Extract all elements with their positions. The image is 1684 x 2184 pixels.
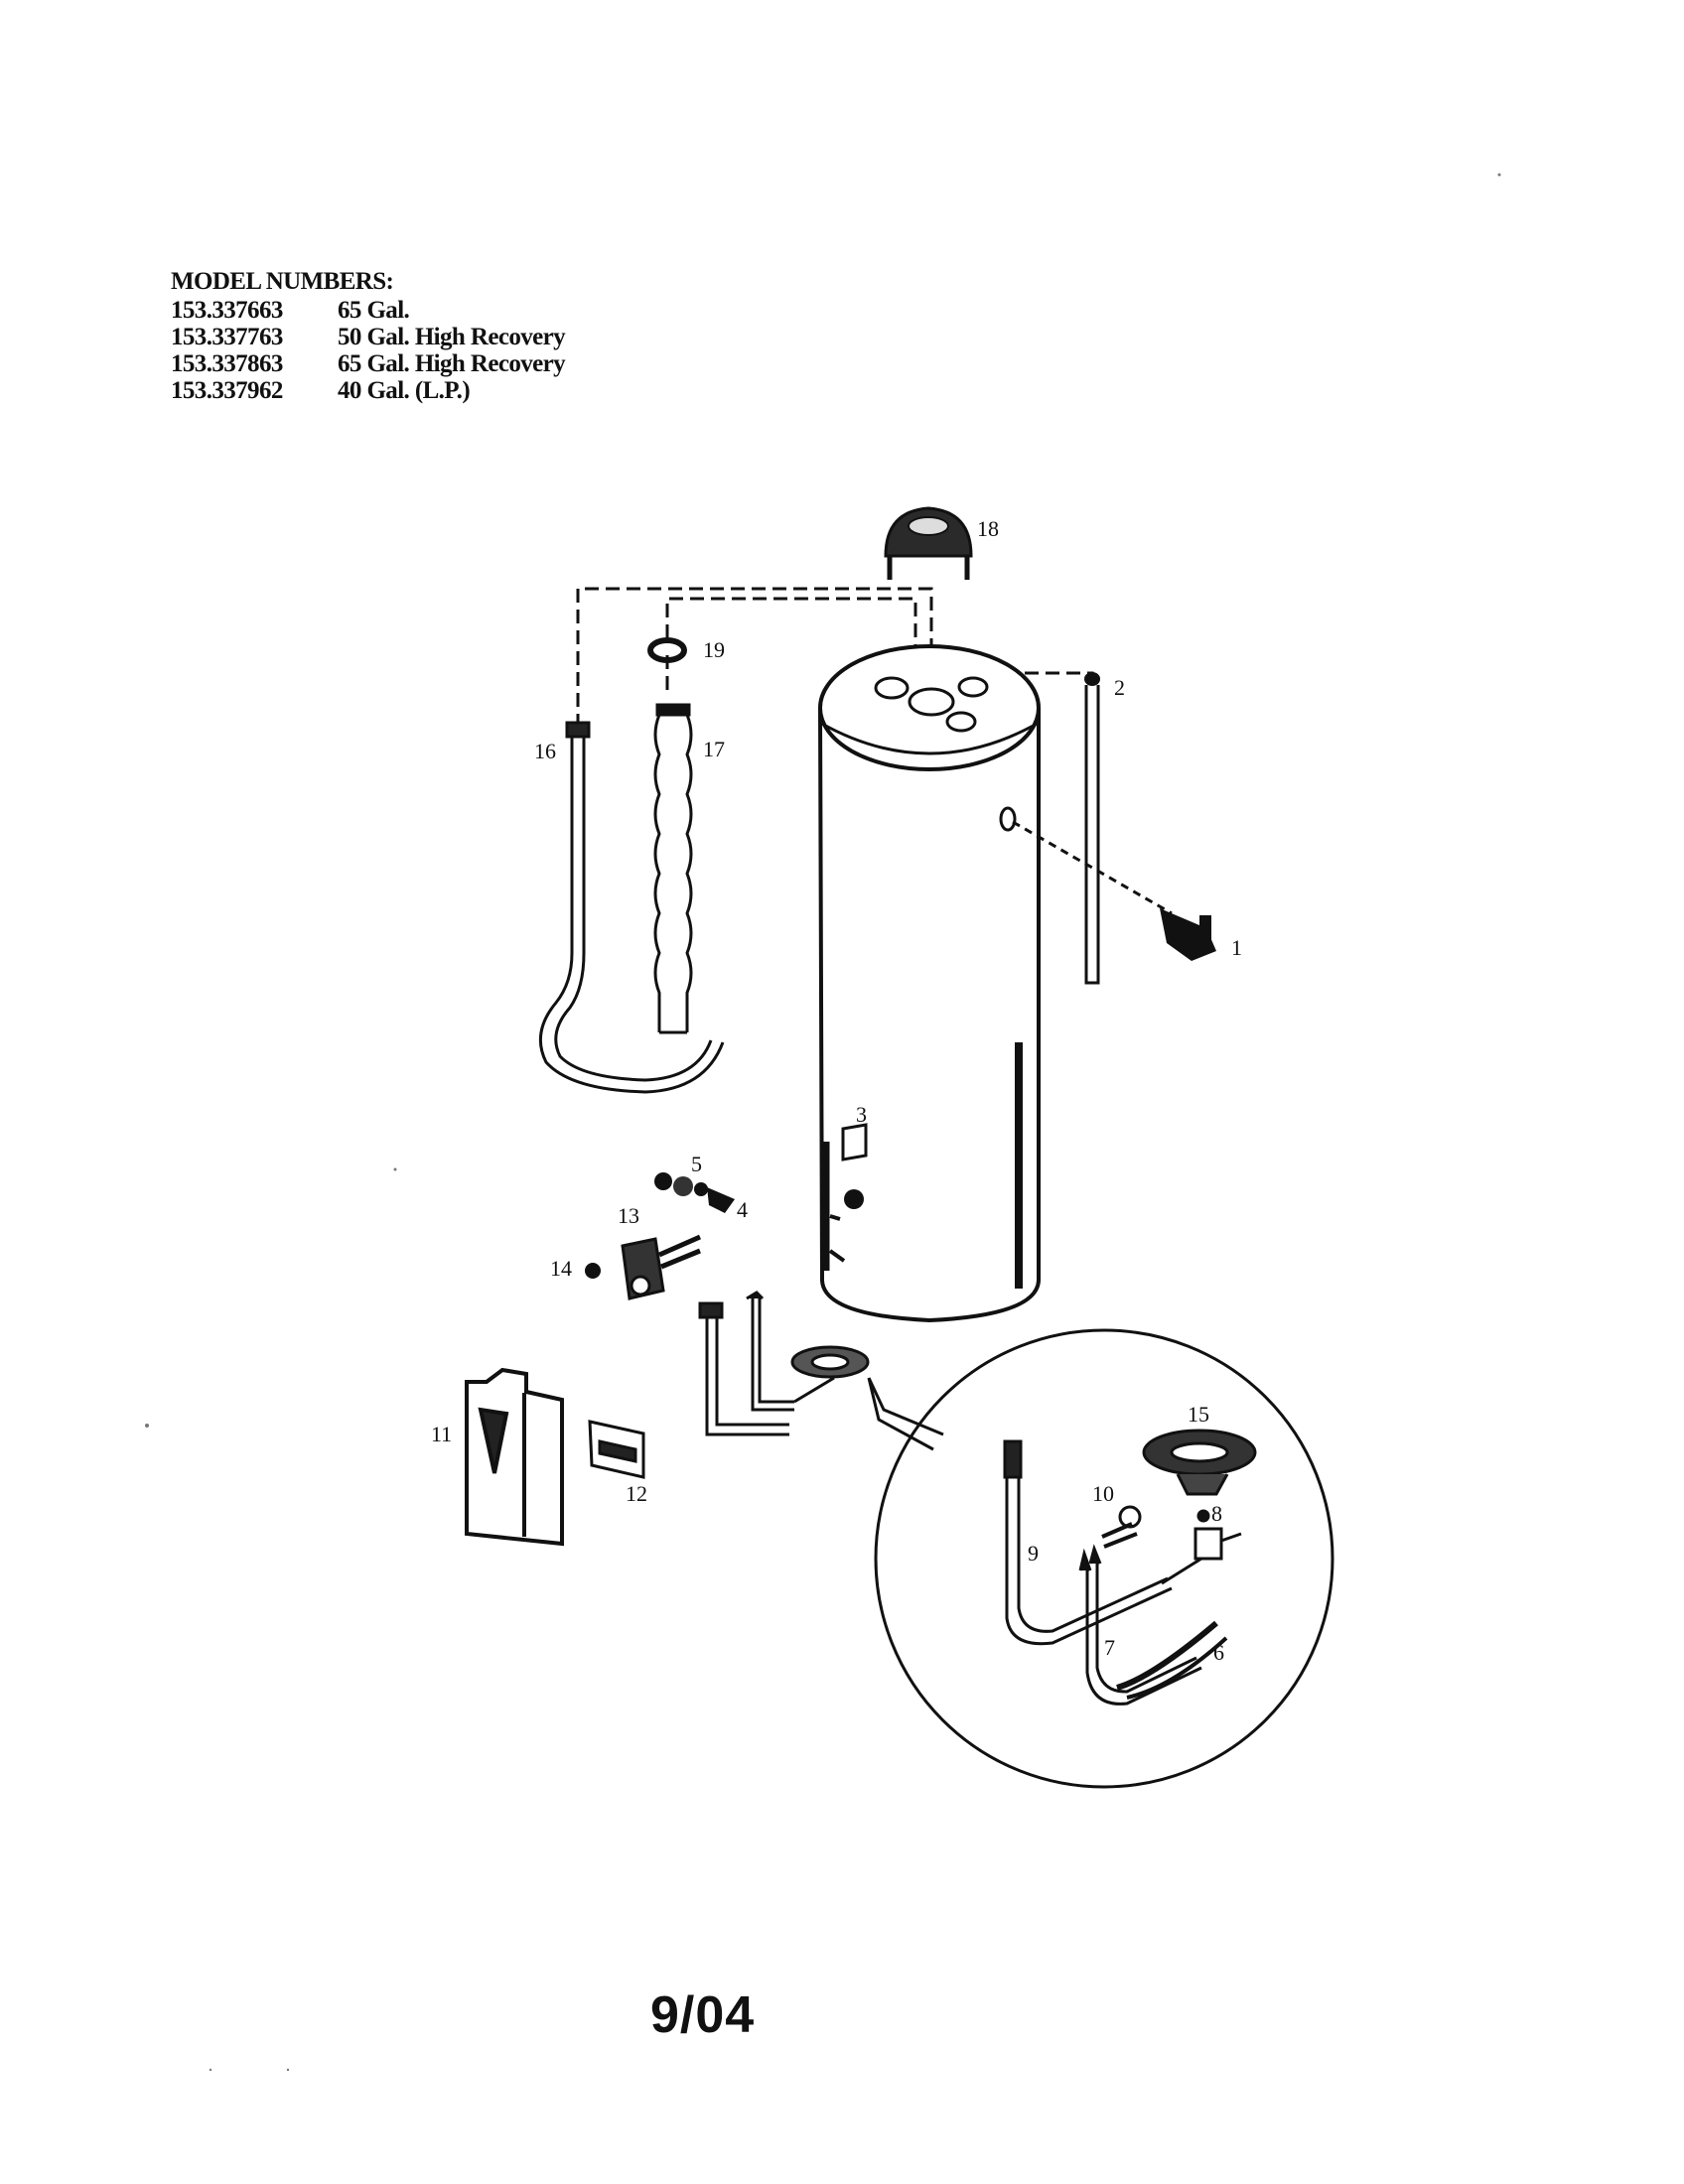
part-label-16: 16: [534, 739, 556, 763]
part-19-o-ring: [647, 637, 687, 663]
scan-specks: [145, 173, 1501, 2072]
part-labels: 1 2 3 4 5 6 7 8 9 10 11 12 13 14 15 16 1…: [431, 516, 1242, 1665]
model-row: 153.337763 50 Gal. High Recovery: [171, 324, 566, 350]
part-label-7: 7: [1104, 1635, 1115, 1660]
part-1-relief-valve: [1012, 820, 1216, 961]
part-label-14: 14: [550, 1256, 572, 1281]
part-label-6: 6: [1213, 1640, 1224, 1665]
part-13-gas-control: [621, 1234, 702, 1300]
model-number: 153.337663: [171, 297, 283, 324]
part-17-dip-tube: [653, 703, 693, 1034]
part-11-outer-door: [465, 1367, 564, 1547]
part-16-anode-rod: [538, 721, 725, 1094]
part-14-knob: [585, 1263, 601, 1279]
part-4-fitting: [694, 1182, 735, 1213]
model-description: 40 Gal. (L.P.): [338, 377, 471, 404]
water-heater-tank: [818, 644, 1041, 1323]
part-label-13: 13: [618, 1203, 639, 1228]
part-5-fitting: [654, 1172, 693, 1196]
part-label-9: 9: [1028, 1541, 1039, 1566]
date-code: 9/04: [650, 1986, 756, 2044]
burner-assembly: [698, 1291, 870, 1436]
part-label-11: 11: [431, 1422, 452, 1446]
part-label-4: 4: [737, 1197, 748, 1222]
part-label-1: 1: [1231, 935, 1242, 960]
part-2-anode-rod: [1084, 672, 1100, 985]
model-number: 153.337763: [171, 324, 283, 350]
model-description: 50 Gal. High Recovery: [338, 324, 566, 350]
part-18-baffle-cap: [884, 506, 973, 580]
part-label-19: 19: [703, 637, 725, 662]
model-numbers-block: MODEL NUMBERS: 153.337663 65 Gal. 153.33…: [171, 268, 566, 404]
model-number: 153.337863: [171, 350, 283, 377]
model-description: 65 Gal.: [338, 297, 410, 324]
part-label-12: 12: [626, 1481, 647, 1506]
part-label-5: 5: [691, 1152, 702, 1176]
part-label-2: 2: [1114, 675, 1125, 700]
part-label-15: 15: [1188, 1402, 1209, 1427]
model-numbers-table: 153.337663 65 Gal. 153.337763 50 Gal. Hi…: [171, 297, 566, 404]
burner-detail-circle: [867, 1328, 1334, 1789]
part-label-10: 10: [1092, 1481, 1114, 1506]
model-description: 65 Gal. High Recovery: [338, 350, 566, 377]
part-label-8: 8: [1211, 1501, 1222, 1526]
part-12-inner-door: [588, 1420, 645, 1479]
part-label-18: 18: [977, 516, 999, 541]
part-label-17: 17: [703, 737, 725, 761]
model-row: 153.337863 65 Gal. High Recovery: [171, 350, 566, 377]
part-label-3: 3: [856, 1102, 867, 1127]
model-row: 153.337962 40 Gal. (L.P.): [171, 377, 565, 404]
model-number: 153.337962: [171, 377, 283, 404]
model-numbers-heading: MODEL NUMBERS:: [171, 268, 394, 295]
model-row: 153.337663 65 Gal.: [171, 297, 565, 324]
